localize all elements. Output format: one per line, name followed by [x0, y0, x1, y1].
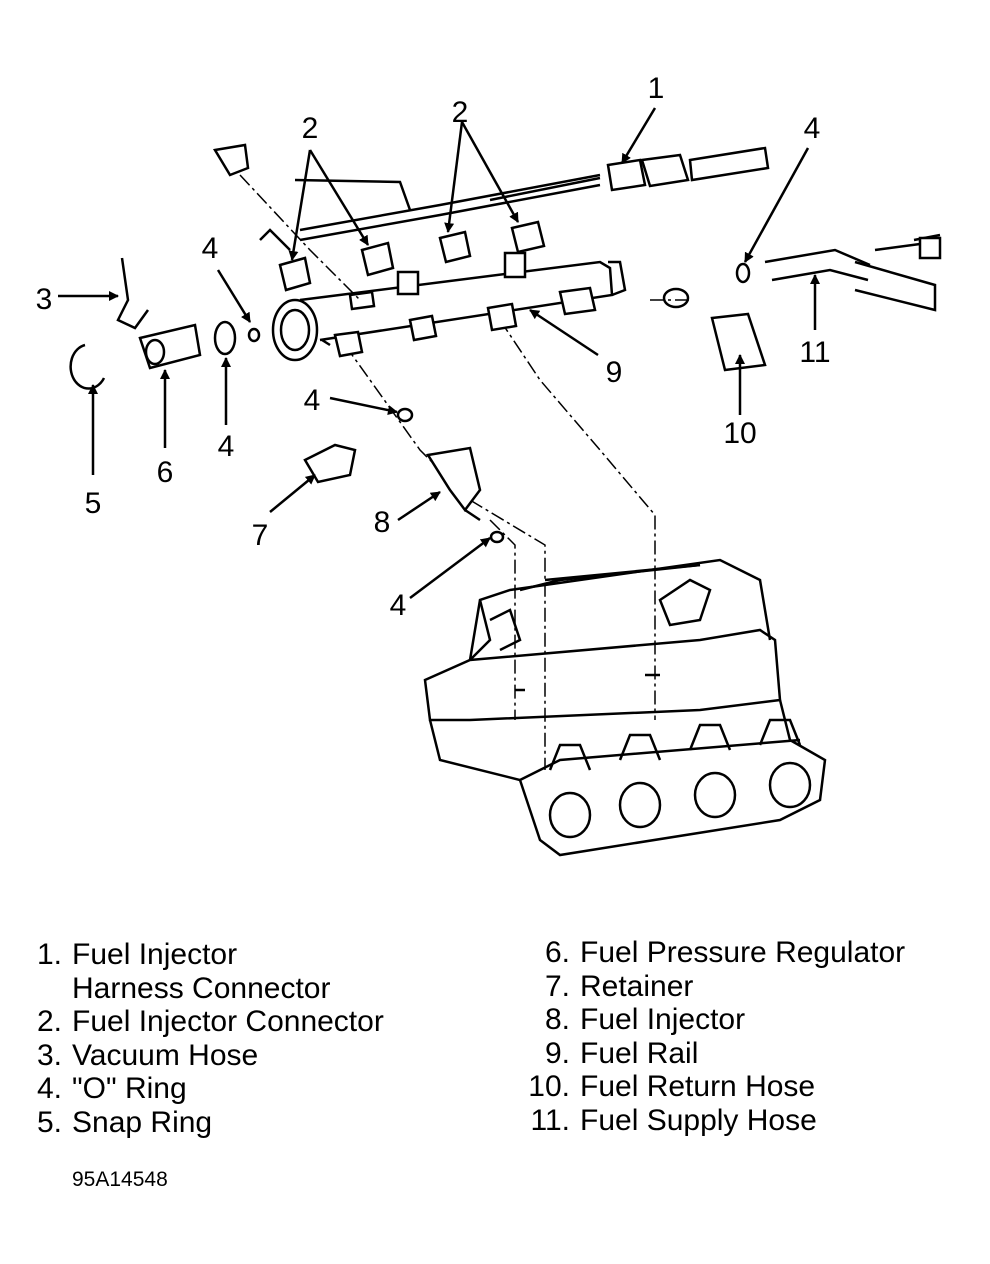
- legend-item-5: 5. Snap Ring: [26, 1106, 384, 1140]
- callout-4: 4: [202, 232, 219, 265]
- legend-label: Fuel Rail: [580, 1036, 699, 1070]
- legend-number: 9.: [544, 1036, 570, 1070]
- legend-number: 3.: [36, 1038, 62, 1072]
- exploded-diagram: 1 2 2 3 4 4 4 4 4 5 6 7 8 9 10 11: [36, 72, 942, 857]
- lower-parts: [303, 407, 505, 544]
- legend-label: Fuel Supply Hose: [580, 1103, 817, 1137]
- callout-11: 11: [799, 336, 830, 369]
- hoses: [212, 143, 942, 372]
- legend-label: Fuel Injector: [72, 938, 238, 971]
- legend-label: Fuel Injector: [580, 1003, 746, 1036]
- legend-label: Fuel Injector Connector: [72, 1005, 384, 1038]
- callout-4: 4: [390, 589, 407, 622]
- legend-number: 8.: [544, 1003, 570, 1036]
- legend-label: Fuel Return Hose: [580, 1070, 816, 1103]
- legend-number: 11.: [530, 1103, 570, 1137]
- legend-item-3: 3. Vacuum Hose: [26, 1039, 384, 1073]
- legend-label: "O" Ring: [72, 1072, 187, 1105]
- regulator-parts: [69, 257, 261, 390]
- legend-number: 10.: [528, 1070, 570, 1103]
- legend-item-10: 10. Fuel Return Hose: [524, 1070, 905, 1104]
- callout-10: 10: [723, 417, 756, 450]
- legend-item-4: 4. "O" Ring: [26, 1072, 384, 1106]
- legend-number: 4.: [36, 1072, 62, 1105]
- legend-item-8: 8. Fuel Injector: [524, 1003, 905, 1037]
- callout-arrows: [58, 107, 820, 599]
- legend-item-2: 2. Fuel Injector Connector: [26, 1005, 384, 1039]
- injector-connectors: [278, 220, 546, 292]
- legend-right: 6. Fuel Pressure Regulator 7. Retainer 8. F…: [524, 936, 905, 1137]
- callout-8: 8: [374, 506, 391, 539]
- callout-4: 4: [304, 384, 321, 417]
- callout-2: 2: [302, 112, 319, 145]
- legend-label: Retainer: [580, 969, 694, 1003]
- legend-label: Snap Ring: [72, 1105, 213, 1139]
- legend-label: Fuel Pressure Regulator: [580, 936, 906, 969]
- legend-number: 6.: [544, 936, 570, 969]
- legend-number: 7.: [544, 969, 570, 1003]
- legend-number: 2.: [36, 1005, 62, 1038]
- legend-item-11: 11. Fuel Supply Hose: [524, 1104, 905, 1138]
- callout-2: 2: [452, 96, 469, 129]
- legend-item-6: 6. Fuel Pressure Regulator: [524, 936, 905, 970]
- intake-manifold: [423, 558, 827, 857]
- callout-4: 4: [218, 430, 235, 463]
- callout-3: 3: [36, 283, 53, 316]
- callout-labels: 1 2 2 3 4 4 4 4 4 5 6 7 8 9 10 11: [36, 72, 831, 622]
- legend-label: Vacuum Hose: [72, 1038, 259, 1072]
- callout-1: 1: [648, 72, 665, 105]
- legend-item-7: 7. Retainer: [524, 970, 905, 1004]
- legend-number: 1.: [36, 938, 62, 971]
- callout-9: 9: [606, 356, 623, 389]
- callout-5: 5: [85, 487, 102, 520]
- fuel-rail-drawing: [271, 251, 627, 362]
- legend-item-1: 1. Fuel Injector: [26, 938, 384, 972]
- legend-label-continued: Harness Connector: [72, 971, 331, 1005]
- callout-4: 4: [804, 112, 821, 145]
- legend-item-9: 9. Fuel Rail: [524, 1037, 905, 1071]
- legend-number: 5.: [36, 1105, 62, 1139]
- figure-id: 95A14548: [72, 1168, 168, 1191]
- legend-left: 1. Fuel Injector Harness Connector 2. Fuel…: [26, 938, 384, 1139]
- callout-7: 7: [252, 519, 269, 552]
- callout-6: 6: [157, 456, 174, 489]
